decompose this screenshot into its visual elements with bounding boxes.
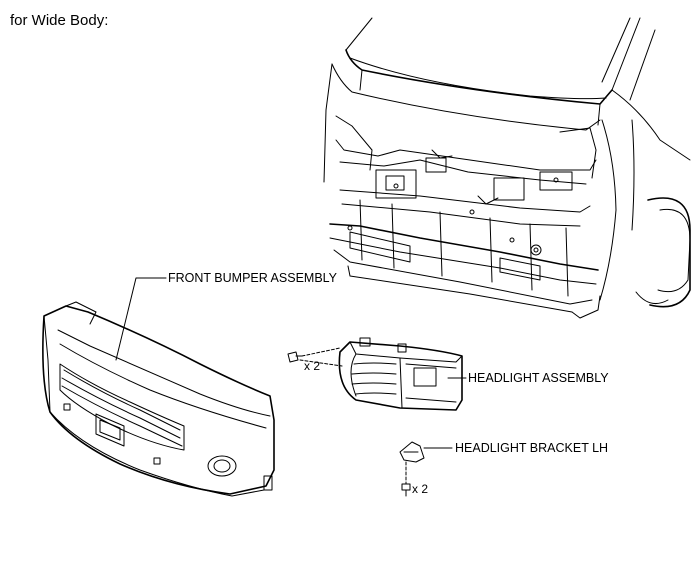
headlight-assembly-part: [338, 337, 463, 411]
bracket-bolt: [401, 483, 411, 497]
bracket-label: HEADLIGHT BRACKET LH: [455, 441, 609, 455]
diagram-heading: for Wide Body:: [10, 12, 109, 29]
front-bumper-assembly-part: [42, 301, 275, 497]
headlight-label: HEADLIGHT ASSEMBLY: [468, 371, 609, 385]
headlight-fastener: [287, 351, 303, 363]
headlight-fastener-dashed-line-2: [299, 359, 343, 367]
vehicle-front-body: [323, 17, 691, 319]
front-bumper-leader-line: [115, 277, 167, 361]
headlight-fastener-quantity: x 2: [304, 359, 321, 373]
front-bumper-label: FRONT BUMPER ASSEMBLY: [168, 271, 338, 285]
headlight-bracket-part: [399, 441, 425, 463]
headlight-fastener-dashed-line: [301, 347, 341, 357]
bracket-bolt-quantity: x 2: [412, 482, 429, 496]
